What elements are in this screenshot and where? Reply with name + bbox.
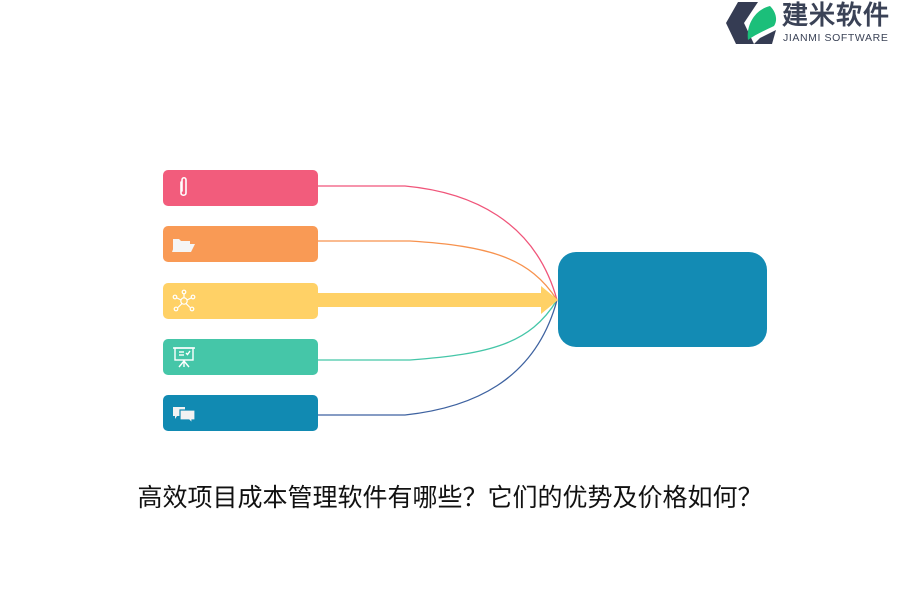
presentation-board-icon: [173, 347, 195, 368]
page-title: 高效项目成本管理软件有哪些？它们的优势及价格如何？: [137, 483, 763, 512]
network-icon: [172, 289, 196, 312]
brand-name-cn: 建米软件: [782, 1, 891, 31]
node-1[interactable]: [163, 170, 318, 206]
connector-line-4: [318, 299, 558, 361]
node-5[interactable]: [163, 395, 318, 431]
brand-logo: 建米软件 JIANMI SOFTWARE: [724, 0, 900, 46]
node-3[interactable]: [163, 283, 318, 319]
node-2[interactable]: [163, 226, 318, 262]
connector-line-1: [318, 185, 558, 301]
connector-line-5: [318, 299, 558, 416]
node-4[interactable]: [163, 339, 318, 375]
chat-bubbles-icon: [173, 407, 196, 425]
connector-line-2: [318, 240, 558, 301]
connector-arrow-3: [316, 286, 558, 314]
brand-name-en: JIANMI SOFTWARE: [783, 32, 889, 44]
jianmi-logo-icon: [726, 2, 777, 44]
paperclip-icon: [180, 176, 187, 197]
central-hub-box[interactable]: [558, 252, 767, 347]
folder-open-icon: [172, 239, 195, 252]
